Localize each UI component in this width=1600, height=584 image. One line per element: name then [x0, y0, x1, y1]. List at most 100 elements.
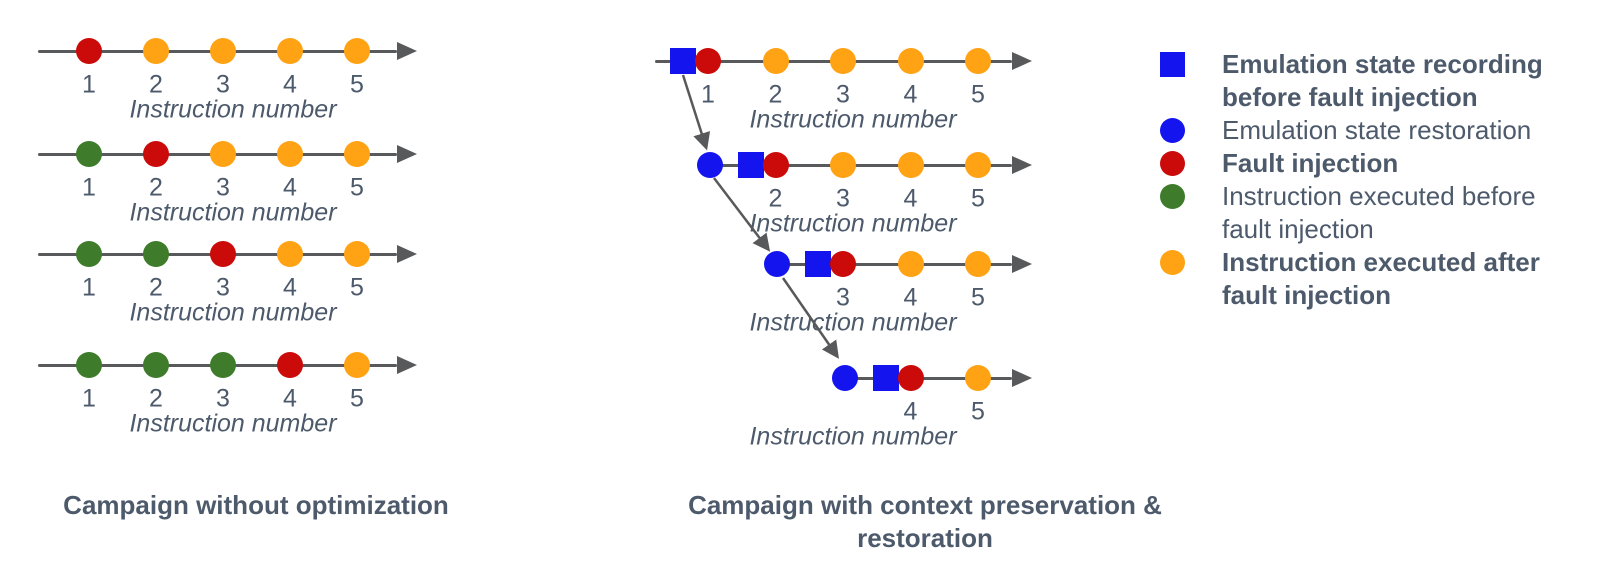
instruction-number-label: 3: [216, 173, 230, 202]
instruction-number-label: 5: [350, 70, 364, 99]
instruction-number-label: 4: [283, 70, 297, 99]
context-restore-arrow: [713, 177, 771, 252]
instruction-number-label: 4: [283, 173, 297, 202]
instruction-number-label: 3: [216, 384, 230, 413]
instruction-after-fault-marker: [344, 38, 370, 64]
instruction-after-fault-marker: [830, 48, 856, 74]
legend-instruction-after-fault-marker: [1160, 250, 1185, 275]
context-restore-arrow: [781, 277, 839, 359]
state-recording-square-marker: [805, 251, 831, 277]
state-restoration-circle-marker: [764, 251, 790, 277]
timeline-arrowhead-icon: [1012, 52, 1032, 70]
legend-state-restoration-circle-marker: [1160, 118, 1185, 143]
instruction-number-label: 5: [971, 80, 985, 109]
timeline-arrowhead-icon: [397, 145, 417, 163]
axis-label: Instruction number: [749, 105, 957, 134]
instruction-number-label: 2: [768, 184, 783, 213]
instruction-number-label: 4: [903, 184, 918, 213]
state-recording-square-marker: [670, 48, 696, 74]
instruction-number-label: 2: [149, 273, 163, 302]
instruction-number-label: 5: [350, 273, 364, 302]
fault-injection-marker: [762, 152, 789, 178]
legend-entry-label: Instruction executed after fault injecti…: [1222, 247, 1540, 310]
instruction-after-fault-marker: [210, 141, 236, 167]
legend-entry-label: Instruction executed before fault inject…: [1222, 181, 1536, 244]
axis-label: Instruction number: [129, 409, 337, 438]
legend-entry: Fault injection: [1160, 147, 1543, 180]
axis-label: Instruction number: [749, 308, 957, 337]
fault-injection-marker: [897, 365, 924, 391]
state-restoration-circle-marker: [696, 152, 723, 178]
legend-instruction-before-fault-marker: [1160, 184, 1185, 209]
instruction-after-fault-marker: [277, 241, 303, 267]
legend-entry-label: Emulation state recording before fault i…: [1222, 49, 1543, 112]
legend: Emulation state recording before fault i…: [1160, 48, 1543, 312]
instruction-number-label: 4: [903, 283, 918, 312]
instruction-number-label: 2: [149, 173, 163, 202]
instruction-number-label: 3: [216, 273, 230, 302]
fault-injection-marker: [210, 241, 236, 267]
instruction-before-fault-marker: [76, 352, 102, 378]
instruction-number-label: 5: [350, 384, 364, 413]
state-recording-square-marker: [872, 365, 899, 391]
instruction-after-fault-marker: [344, 352, 370, 378]
instruction-after-fault-marker: [965, 48, 991, 74]
instruction-number-label: 1: [82, 70, 96, 99]
legend-entry-label: Emulation state restoration: [1222, 115, 1532, 145]
timeline-arrowhead-icon: [397, 245, 417, 263]
instruction-after-fault-marker: [762, 48, 789, 74]
legend-entry-label: Fault injection: [1222, 148, 1399, 178]
timeline-axis: [38, 49, 397, 53]
timeline-axis: [709, 163, 1012, 167]
legend-entry: Instruction executed after fault injecti…: [1160, 246, 1543, 312]
legend-fault-injection-marker: [1160, 151, 1185, 176]
instruction-number-label: 5: [971, 184, 985, 213]
axis-label: Instruction number: [129, 95, 337, 124]
axis-label: Instruction number: [749, 422, 957, 451]
instruction-before-fault-marker: [76, 141, 102, 167]
instruction-after-fault-marker: [277, 141, 303, 167]
right-panel-caption-line2: restoration: [857, 523, 993, 553]
legend-entry: Instruction executed before fault inject…: [1160, 180, 1543, 246]
instruction-before-fault-marker: [143, 352, 169, 378]
axis-label: Instruction number: [749, 209, 957, 238]
fault-injection-marker: [76, 38, 102, 64]
instruction-after-fault-marker: [897, 48, 924, 74]
instruction-after-fault-marker: [143, 38, 169, 64]
instruction-after-fault-marker: [965, 152, 991, 178]
instruction-after-fault-marker: [897, 251, 924, 277]
instruction-number-label: 3: [836, 283, 850, 312]
axis-label: Instruction number: [129, 298, 337, 327]
instruction-after-fault-marker: [965, 365, 991, 391]
timeline-axis: [38, 363, 397, 367]
instruction-after-fault-marker: [897, 152, 924, 178]
right-panel-caption-line1: Campaign with context preservation &: [688, 490, 1162, 520]
timeline-axis: [38, 152, 397, 156]
instruction-number-label: 1: [82, 384, 96, 413]
right-panel-caption: Campaign with context preservation & res…: [675, 489, 1175, 555]
context-restore-arrow: [681, 74, 711, 151]
instruction-number-label: 3: [216, 70, 230, 99]
instruction-number-label: 1: [82, 173, 96, 202]
instruction-after-fault-marker: [344, 141, 370, 167]
instruction-after-fault-marker: [344, 241, 370, 267]
legend-state-recording-square-marker: [1160, 52, 1185, 77]
instruction-number-label: 3: [836, 80, 850, 109]
state-restoration-circle-marker: [831, 365, 858, 391]
instruction-number-label: 2: [149, 384, 163, 413]
instruction-number-label: 2: [768, 80, 783, 109]
instruction-before-fault-marker: [210, 352, 236, 378]
timeline-arrowhead-icon: [397, 356, 417, 374]
instruction-number-label: 5: [350, 173, 364, 202]
legend-entry: Emulation state recording before fault i…: [1160, 48, 1543, 114]
state-recording-square-marker: [737, 152, 764, 178]
instruction-number-label: 5: [971, 397, 985, 426]
timeline-axis: [655, 59, 1012, 63]
instruction-number-label: 1: [82, 273, 96, 302]
left-panel-caption: Campaign without optimization: [63, 490, 449, 520]
fault-injection-marker: [695, 48, 721, 74]
fault-injection-marker: [143, 141, 169, 167]
instruction-number-label: 4: [903, 397, 918, 426]
fault-injection-marker: [830, 251, 856, 277]
